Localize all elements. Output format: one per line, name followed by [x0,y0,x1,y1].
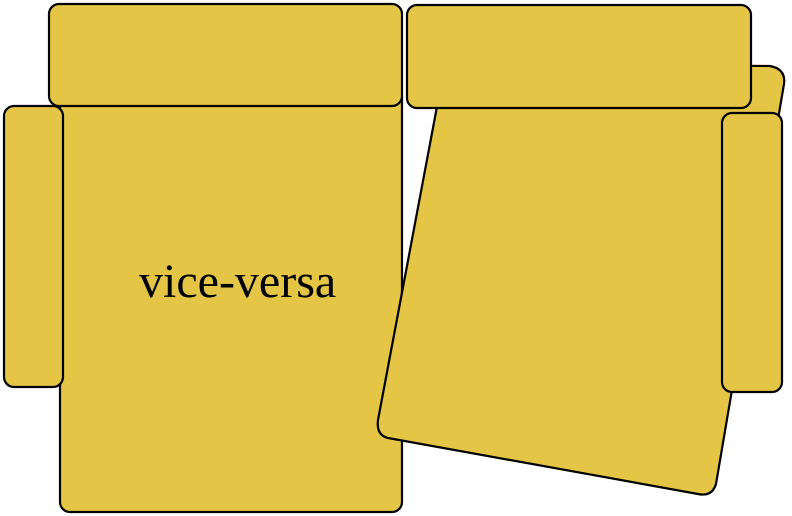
center-label: vice-versa [139,255,336,308]
left-back-block [47,2,404,108]
right-arm-block [720,111,784,394]
right-seat-block-rotated [376,62,786,496]
right-back-block [405,3,753,110]
left-arm-block [2,104,65,389]
